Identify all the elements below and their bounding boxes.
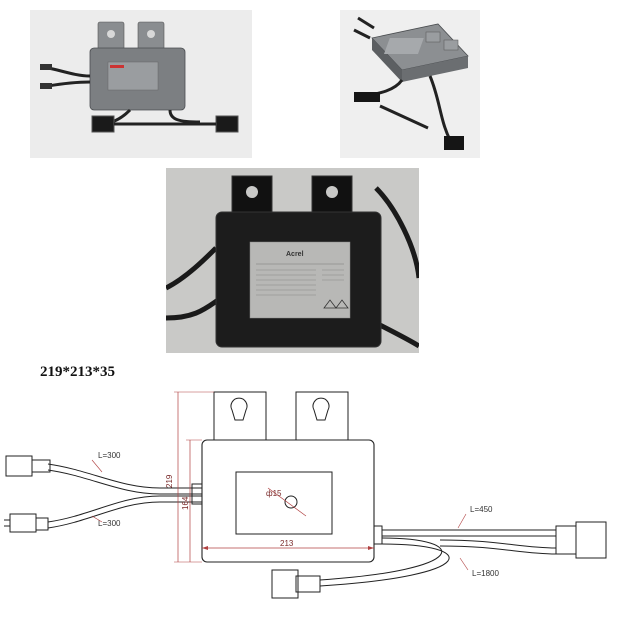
technical-drawing: ф15 L=300 L=300 L=450 L=1800 219 164 213 [4, 391, 607, 599]
product-photo-angled-view [340, 10, 480, 158]
body-width-label: 213 [280, 539, 294, 548]
body-height-label: 164 [181, 496, 190, 510]
product-photo-front-view [30, 10, 252, 158]
cable-length-label-top-right: L=450 [470, 505, 493, 514]
warning-triangle-icon [335, 299, 349, 309]
hole-diameter-label: ф15 [266, 489, 282, 498]
brand-logo-text: Acrel [286, 251, 304, 258]
warning-triangle-icon [323, 299, 337, 309]
cable-length-label-bottom-left: L=300 [98, 519, 121, 528]
dimensions-caption: 219*213*35 [40, 364, 115, 380]
product-photo-real: Acrel [164, 168, 422, 353]
total-height-label: 219 [165, 474, 174, 488]
cable-length-label-bottom-right: L=1800 [472, 569, 499, 578]
cable-length-label-top-left: L=300 [98, 451, 121, 460]
